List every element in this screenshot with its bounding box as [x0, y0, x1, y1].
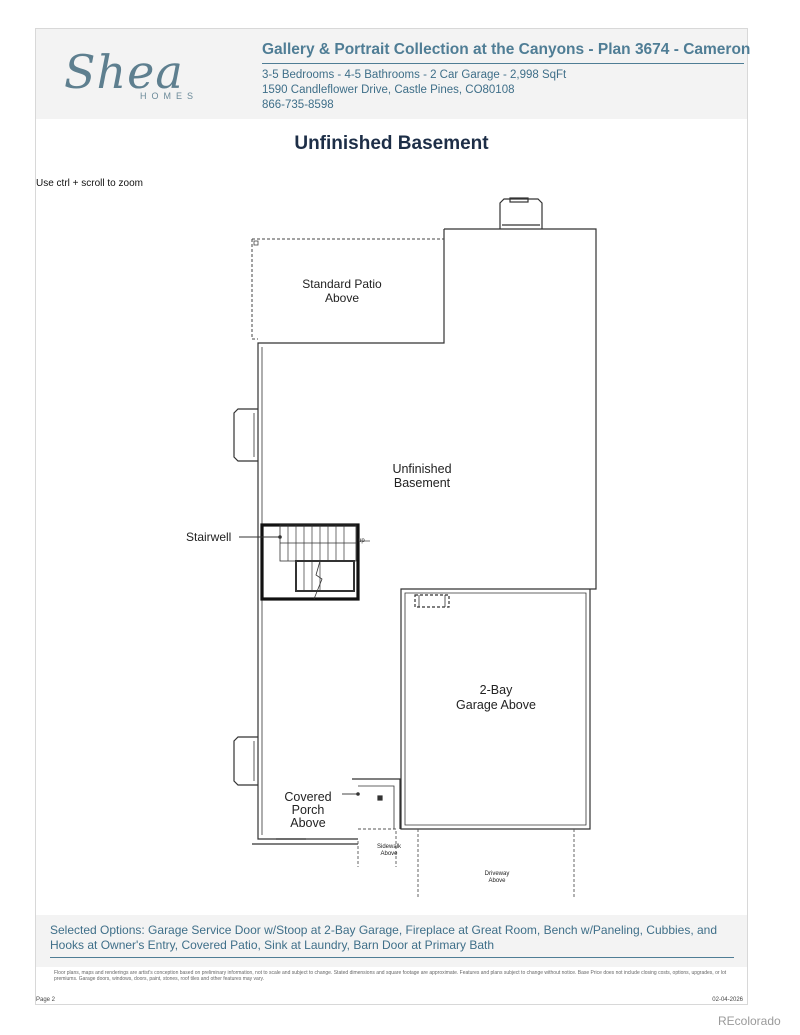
patio-outline: [251, 238, 444, 340]
selected-options: Selected Options: Garage Service Door w/…: [50, 923, 718, 952]
basement-outline-left: [257, 229, 445, 840]
window-left-upper: [233, 408, 258, 462]
plan-title: Unfinished Basement: [294, 133, 489, 154]
patio-label-2: Above: [325, 291, 359, 305]
driveway-label-2: Above: [488, 878, 506, 884]
garage-stoop: [414, 594, 450, 608]
garage-label: 2-Bay: [480, 683, 513, 697]
stairwell-label: Stairwell: [186, 530, 231, 544]
garage-label-2: Garage Above: [456, 698, 536, 712]
sidewalk-label-2: Above: [380, 851, 398, 857]
patio-label: Standard Patio: [302, 277, 382, 291]
basement-label: Unfinished: [392, 462, 451, 476]
driveway-label: Driveway: [485, 871, 510, 877]
community-address: 1590 Candleflower Drive, Castle Pines, C…: [262, 84, 515, 96]
basement-outline-right: [400, 228, 597, 830]
sidewalk-driveway-lines: [357, 828, 575, 897]
collection-title: Gallery & Portrait Collection at the Can…: [262, 41, 751, 58]
bay-window-top: [499, 198, 543, 229]
porch-wall: [352, 778, 401, 829]
basement-label-2: Basement: [394, 476, 451, 490]
plan-specs: 3-5 Bedrooms - 4-5 Bathrooms - 2 Car Gar…: [262, 69, 567, 81]
stairwell-block: [260, 523, 370, 601]
porch-label-2: Porch: [292, 803, 325, 817]
stair-up-label: up: [358, 538, 365, 544]
legal-disclaimer: Floor plans, maps and renderings are art…: [54, 970, 727, 982]
page-number: Page 2: [36, 997, 56, 1003]
print-date: 02-04-2026: [712, 997, 743, 1003]
porch-inner-wall: [358, 785, 395, 829]
shea-homes-logo: Shea HOMES: [54, 39, 244, 109]
patio-post: [253, 240, 259, 246]
floorplan-drawing: Standard Patio Above Unfinished Basement…: [186, 197, 597, 897]
porch-label-3: Above: [290, 816, 325, 830]
sidewalk-label: Sidewalk: [377, 844, 402, 850]
window-left-lower: [233, 736, 258, 786]
logo-wordmark: Shea: [64, 45, 184, 99]
stair-break-line: [313, 560, 323, 600]
window-top-sash: [509, 197, 529, 203]
header-band: Shea HOMES Gallery & Portrait Collection…: [36, 29, 751, 119]
title-divider: [262, 63, 744, 64]
phone-number: 866-735-8598: [262, 99, 334, 111]
floorplan-sheet: Shea HOMES Gallery & Portrait Collection…: [35, 28, 751, 1005]
porch-label: Covered: [284, 790, 331, 804]
stair-treads: [280, 525, 356, 591]
footer-divider: [50, 957, 734, 958]
recolorado-watermark: REcolorado: [718, 1014, 781, 1028]
options-band: Selected Options: Garage Service Door w/…: [36, 915, 747, 967]
garage-inner-wall: [404, 592, 587, 826]
porch-column: [377, 795, 383, 801]
logo-subtitle: HOMES: [140, 91, 199, 101]
zoom-hint: Use ctrl + scroll to zoom: [36, 178, 143, 189]
